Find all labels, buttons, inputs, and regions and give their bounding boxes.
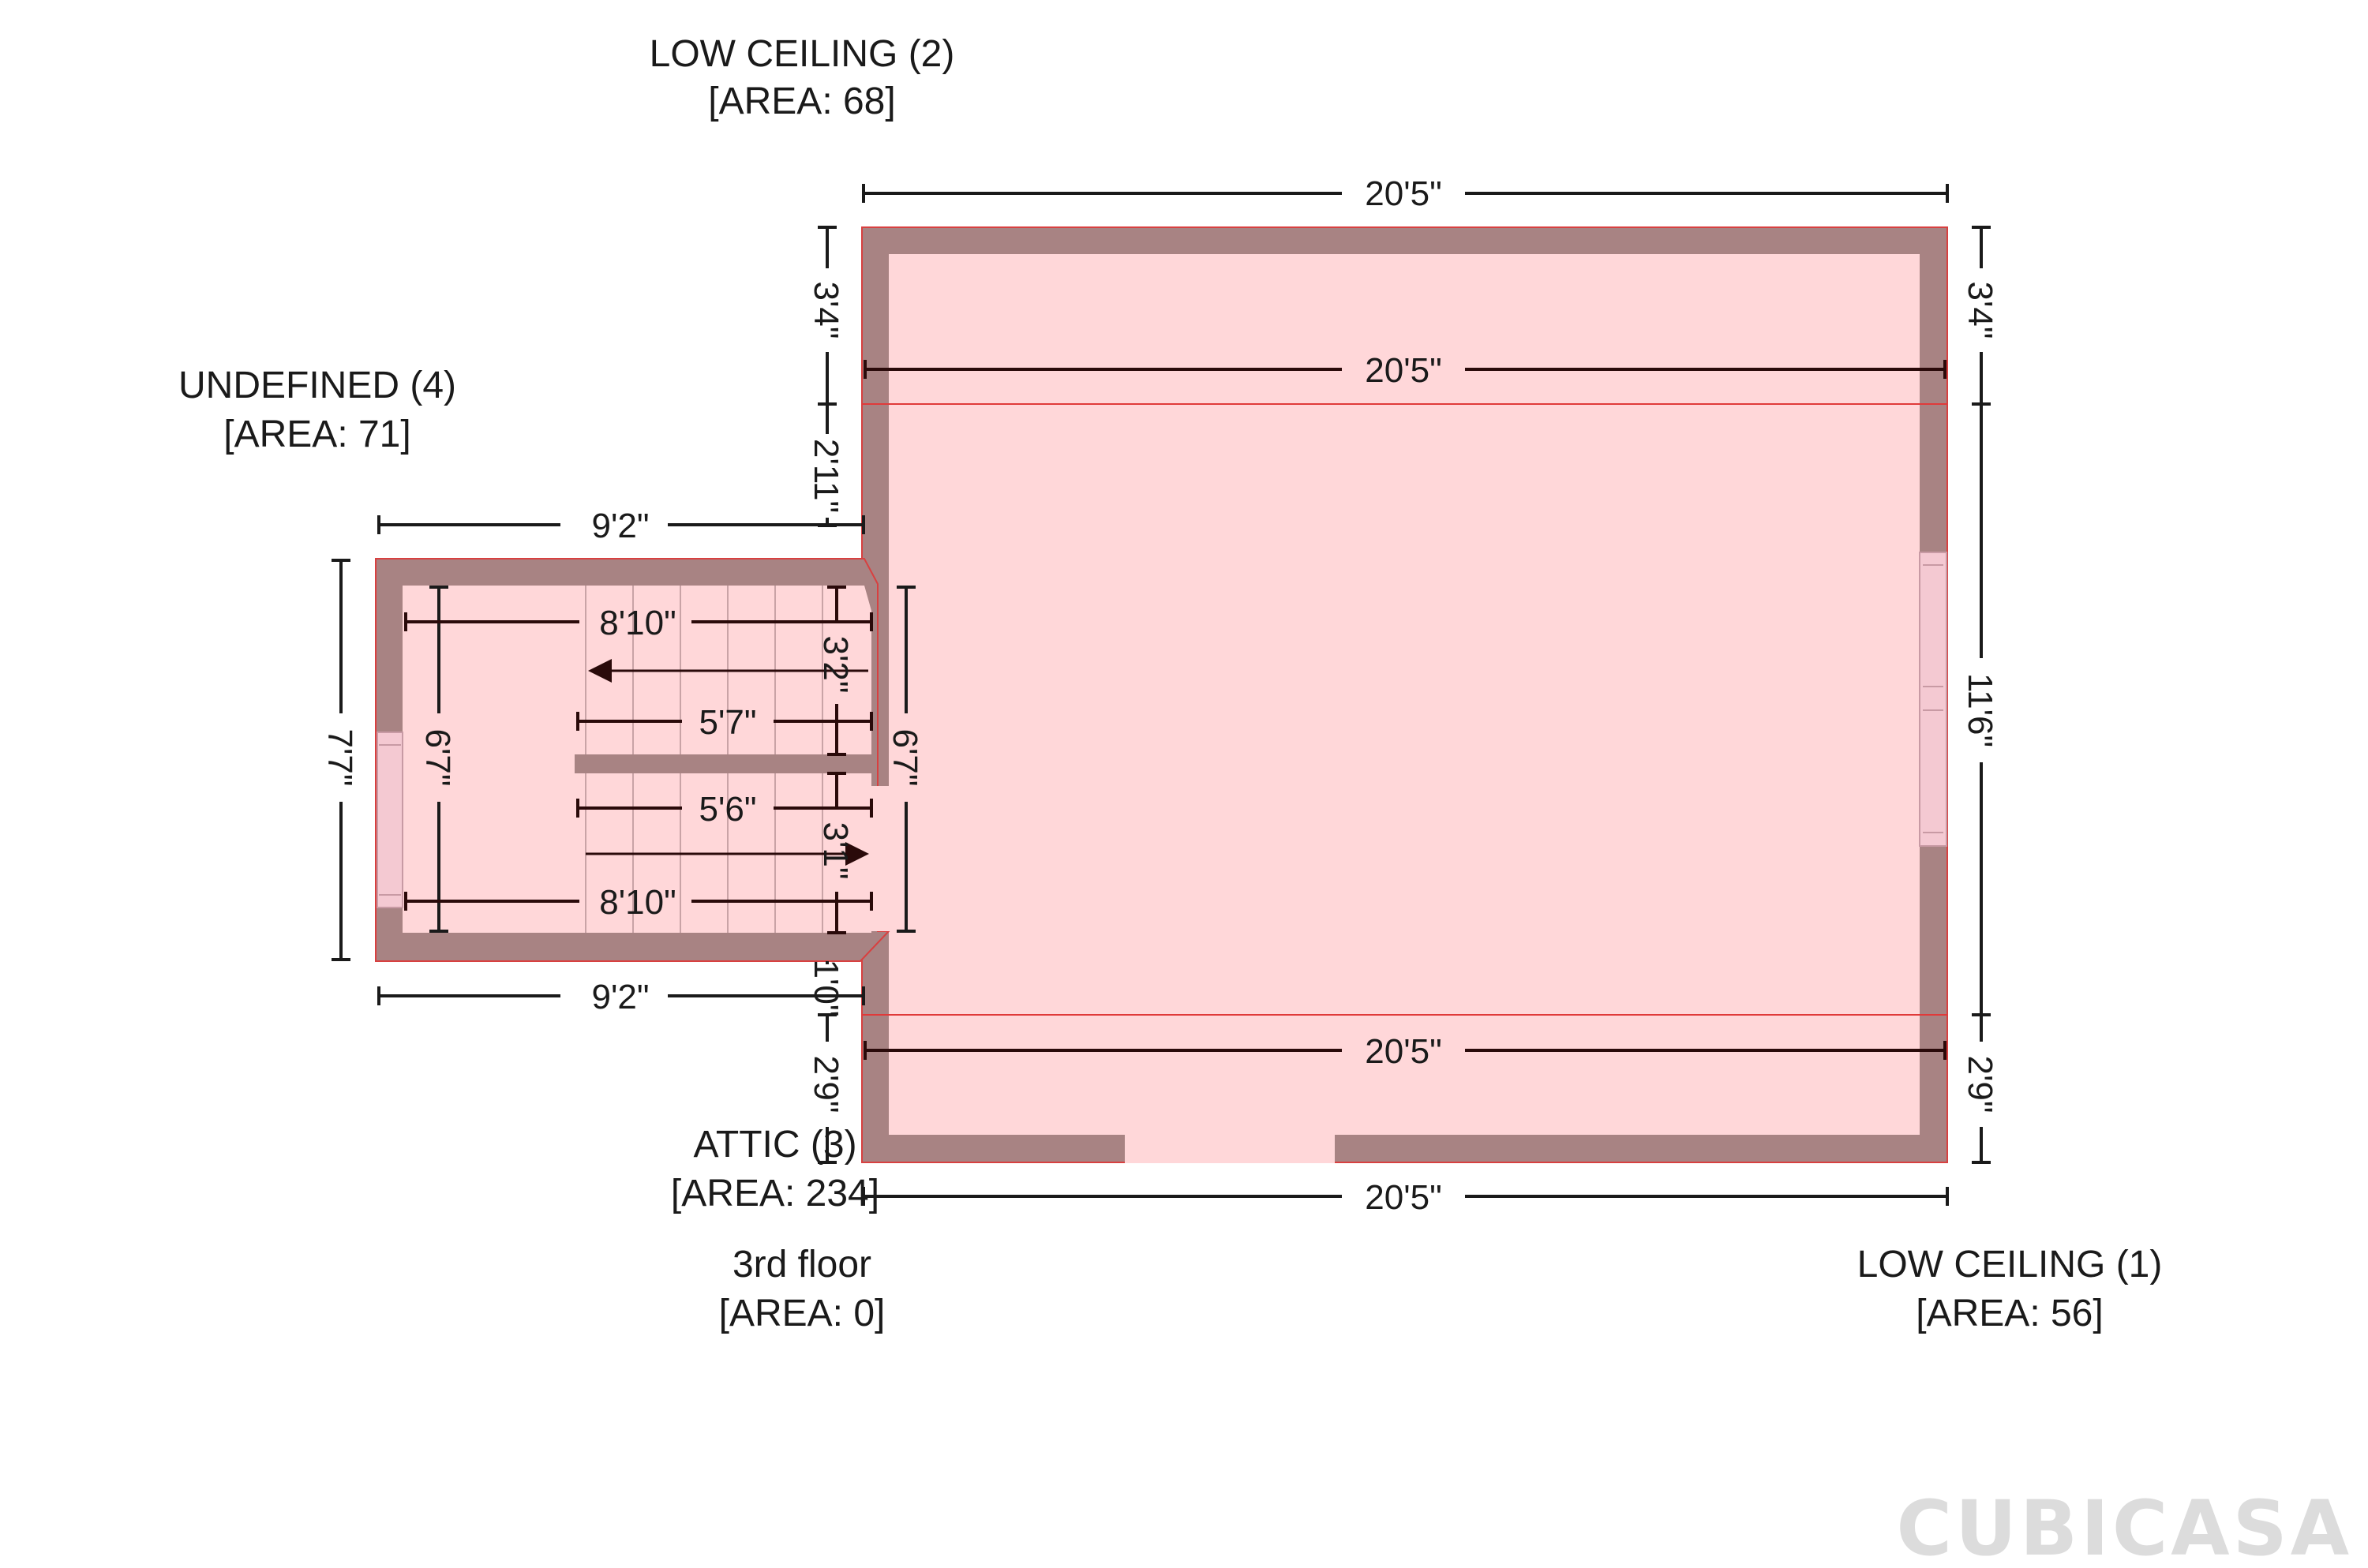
- room-low-ceiling-1-name: LOW CEILING (1): [1857, 1244, 2163, 1285]
- dim-stair-lower-run: 5'6": [699, 790, 757, 829]
- room-attic-3-area: [AREA: 234]: [671, 1173, 879, 1214]
- dim-right-mid: 11'6": [1961, 673, 1999, 747]
- room-low-ceiling-2-area: [AREA: 68]: [708, 80, 895, 122]
- dim-left-top: 3'4": [807, 282, 845, 339]
- main-room: [861, 226, 1948, 1163]
- dimension-labels: 20'5" 20'5" 20'5" 20'5" 3'4" 2'11" 1'0" …: [320, 174, 1999, 1217]
- room-low-ceiling-2-name: LOW CEILING (2): [650, 33, 955, 75]
- dim-stair-lower-rise: 3'1": [816, 822, 855, 880]
- dimension-lines: [332, 184, 1991, 1206]
- room-labels: LOW CEILING (2) [AREA: 68] UNDEFINED (4)…: [178, 33, 2162, 1334]
- dim-upper-inner-width: 20'5": [1365, 351, 1441, 390]
- room-third-floor-name: 3rd floor: [733, 1244, 871, 1285]
- dim-stair-right-height: 6'7": [886, 729, 924, 787]
- dim-stair-top-inner: 8'10": [599, 604, 676, 642]
- dim-stair-bottom-outer: 9'2": [592, 978, 650, 1016]
- room-undefined-4-area: [AREA: 71]: [223, 414, 410, 455]
- room-undefined-4-name: UNDEFINED (4): [178, 365, 456, 406]
- stair-dimension-lines: [404, 360, 1946, 1060]
- window-left: [377, 732, 403, 908]
- dim-top-width: 20'5": [1365, 174, 1441, 213]
- dim-stair-bottom-inner: 8'10": [599, 883, 676, 922]
- door-opening-bottom: [1125, 1133, 1335, 1163]
- dim-left-bottom: 2'9": [807, 1056, 845, 1113]
- room-attic-3-name: ATTIC (3): [693, 1124, 856, 1166]
- dim-lower-inner-width: 20'5": [1365, 1032, 1441, 1071]
- dim-left-upper: 2'11": [807, 439, 845, 513]
- stair-center-wall: [575, 754, 871, 773]
- dim-bottom-width: 20'5": [1365, 1178, 1441, 1217]
- dim-stair-upper-run: 5'7": [699, 703, 757, 742]
- dim-stair-outer-height: 7'7": [320, 729, 359, 787]
- stair-room: [375, 558, 892, 962]
- window-right: [1919, 552, 1947, 847]
- room-third-floor-area: [AREA: 0]: [719, 1293, 886, 1334]
- dim-right-bottom: 2'9": [1961, 1056, 1999, 1113]
- main-room-floor: [889, 254, 1920, 1135]
- cubicasa-logo: CUBICASA: [1897, 1484, 2352, 1568]
- dim-stair-top-outer: 9'2": [592, 507, 650, 545]
- dim-left-lower: 1'0": [807, 960, 845, 1017]
- dim-stair-upper-rise: 3'2": [816, 636, 855, 694]
- dim-stair-inner-height: 6'7": [418, 729, 457, 787]
- dim-right-top: 3'4": [1961, 282, 1999, 339]
- room-low-ceiling-1-area: [AREA: 56]: [1916, 1293, 2103, 1334]
